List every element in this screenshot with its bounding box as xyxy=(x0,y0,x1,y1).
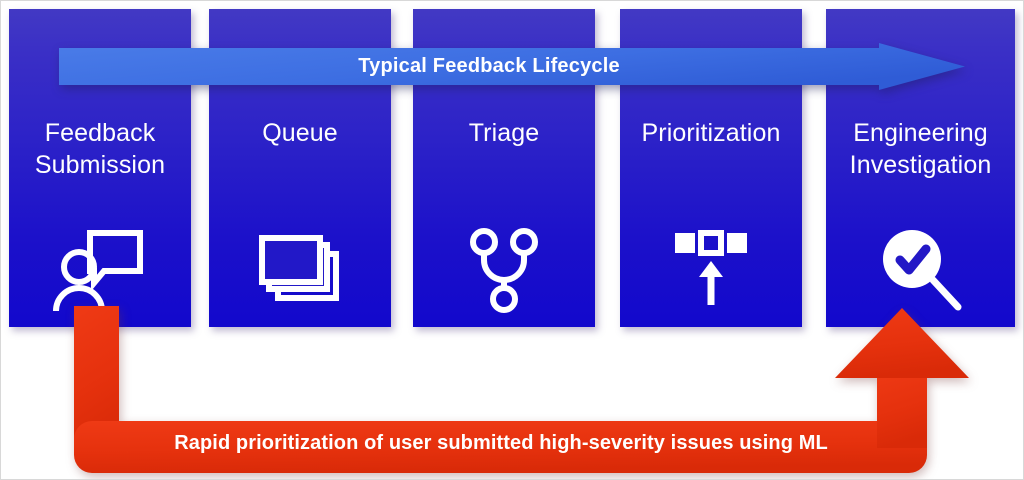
squares-up-arrow-icon xyxy=(620,215,802,325)
branch-fork-icon xyxy=(413,215,595,325)
stage-label-prioritization: Prioritization xyxy=(641,119,781,147)
stacked-cards-icon xyxy=(209,215,391,325)
lifecycle-arrow xyxy=(59,43,965,90)
stage-label-engineering-investigation: Engineering Investigation xyxy=(849,119,992,179)
person-speech-bubble-icon xyxy=(9,215,191,325)
stage-label-queue: Queue xyxy=(262,119,338,147)
stage-label-feedback-submission: Feedback Submission xyxy=(34,119,166,179)
magnifier-check-icon xyxy=(826,215,1015,325)
ml-arrow xyxy=(57,306,987,476)
stage-label-triage: Triage xyxy=(468,119,540,147)
